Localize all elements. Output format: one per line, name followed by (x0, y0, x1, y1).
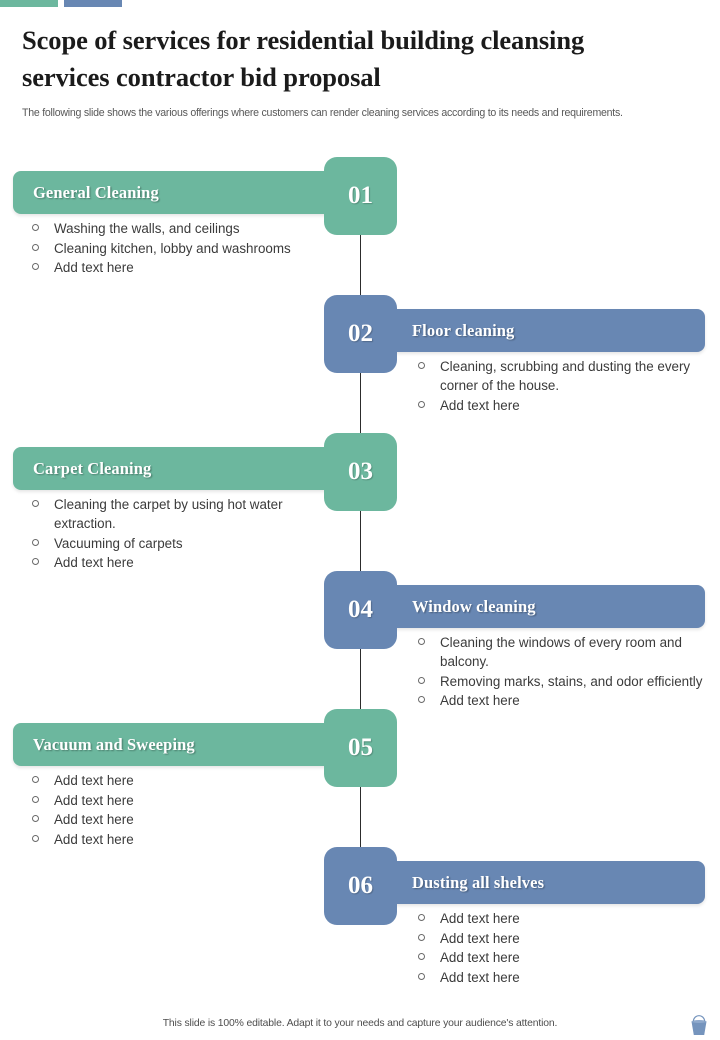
bullet-circle-icon (418, 676, 425, 684)
section-number-badge-06[interactable]: 06 (324, 847, 397, 925)
section-number-badge-04[interactable]: 04 (324, 571, 397, 649)
bullet-item: Cleaning the windows of every room and b… (416, 633, 706, 671)
bullet-text: Add text here (440, 969, 520, 985)
bullet-text: Add text here (54, 555, 134, 571)
bullet-text: Add text here (440, 693, 520, 709)
bullet-item: Cleaning kitchen, lobby and washrooms (30, 239, 330, 258)
section-number-badge-03[interactable]: 03 (324, 433, 397, 511)
section-bullet-list-04: Cleaning the windows of every room and b… (416, 633, 706, 711)
bullet-text: Add text here (440, 397, 520, 413)
bullet-circle-icon (418, 400, 425, 408)
bullet-item: Add text here (30, 553, 330, 572)
timeline-connector (360, 373, 362, 433)
bullet-circle-icon (32, 243, 39, 251)
bullet-text: Add text here (440, 930, 520, 946)
section-title-label: Window cleaning (412, 596, 536, 616)
timeline-connector (360, 235, 362, 295)
bullet-circle-icon (418, 933, 425, 941)
bullet-text: Add text here (440, 950, 520, 966)
bullet-item: Washing the walls, and ceilings (30, 219, 330, 238)
bullet-text: Add text here (54, 812, 134, 828)
slide-header: Scope of services for residential buildi… (22, 22, 682, 121)
bullet-item: Add text here (30, 771, 330, 790)
bullet-circle-icon (32, 776, 39, 783)
bullet-item: Add text here (416, 396, 706, 415)
bullet-item: Cleaning, scrubbing and dusting the ever… (416, 357, 706, 395)
bullet-circle-icon (32, 558, 39, 566)
bullet-circle-icon (32, 795, 39, 803)
bullet-circle-icon (32, 538, 39, 546)
bullet-text: Vacuuming of carpets (54, 535, 183, 551)
bullet-text: Add text here (54, 260, 134, 276)
bullet-text: Add text here (54, 792, 134, 808)
section-title-label: Vacuum and Sweeping (33, 734, 195, 754)
bullet-item: Cleaning the carpet by using hot water e… (30, 495, 330, 533)
bullet-circle-icon (32, 815, 39, 823)
bullet-circle-icon (32, 834, 39, 842)
section-title-label: Floor cleaning (412, 320, 515, 340)
bullet-item: Add text here (30, 830, 330, 849)
bullet-circle-icon (418, 362, 425, 369)
bullet-item: Add text here (416, 948, 706, 967)
section-title-bar-03[interactable]: Carpet Cleaning (13, 447, 338, 490)
bullet-item: Add text here (416, 968, 706, 987)
bullet-text: Cleaning, scrubbing and dusting the ever… (440, 359, 691, 394)
section-number-badge-05[interactable]: 05 (324, 709, 397, 787)
bullet-circle-icon (32, 224, 39, 231)
bullet-item: Add text here (416, 909, 706, 928)
bullet-circle-icon (32, 500, 39, 507)
section-title-bar-05[interactable]: Vacuum and Sweeping (13, 723, 338, 766)
bullet-item: Add text here (416, 691, 706, 710)
section-number-badge-02[interactable]: 02 (324, 295, 397, 373)
accent-bar-blue (64, 0, 122, 7)
bullet-text: Add text here (440, 911, 520, 926)
bullet-text: Removing marks, stains, and odor efficie… (440, 673, 703, 689)
bullet-text: Cleaning kitchen, lobby and washrooms (54, 240, 291, 256)
section-title-bar-01[interactable]: General Cleaning (13, 171, 338, 214)
section-bullet-list-03: Cleaning the carpet by using hot water e… (30, 495, 330, 573)
section-title-label: Dusting all shelves (412, 872, 545, 892)
section-title-bar-04[interactable]: Window cleaning (382, 585, 705, 628)
bullet-circle-icon (418, 696, 425, 704)
bullet-text: Cleaning the windows of every room and b… (440, 635, 682, 670)
bullet-circle-icon (418, 953, 425, 961)
bullet-circle-icon (32, 263, 39, 271)
bucket-icon (691, 1015, 707, 1035)
bullet-item: Add text here (30, 791, 330, 810)
bullet-text: Washing the walls, and ceilings (54, 221, 240, 236)
timeline-connector (360, 511, 362, 571)
section-title-label: General Cleaning (33, 182, 159, 202)
bullet-item: Removing marks, stains, and odor efficie… (416, 672, 706, 691)
bullet-item: Add text here (30, 810, 330, 829)
bullet-circle-icon (418, 972, 425, 980)
section-title-bar-06[interactable]: Dusting all shelves (382, 861, 705, 904)
bullet-text: Cleaning the carpet by using hot water e… (54, 497, 283, 532)
section-bullet-list-02: Cleaning, scrubbing and dusting the ever… (416, 357, 706, 415)
section-title-label: Carpet Cleaning (33, 458, 152, 478)
bullet-item: Add text here (30, 258, 330, 277)
bullet-circle-icon (418, 638, 425, 645)
accent-bar-green (0, 0, 58, 7)
section-title-bar-02[interactable]: Floor cleaning (382, 309, 705, 352)
footer-note: This slide is 100% editable. Adapt it to… (162, 1018, 558, 1029)
page-title: Scope of services for residential buildi… (22, 25, 585, 92)
bullet-text: Add text here (54, 831, 134, 847)
slide-subtitle: The following slide shows the various of… (22, 107, 623, 120)
bullet-circle-icon (418, 914, 425, 921)
timeline-connector (360, 787, 362, 847)
bullet-item: Vacuuming of carpets (30, 534, 330, 553)
section-number-badge-01[interactable]: 01 (324, 157, 397, 235)
bullet-item: Add text here (416, 929, 706, 948)
bullet-text: Add text here (54, 773, 134, 788)
timeline-connector (360, 649, 362, 709)
